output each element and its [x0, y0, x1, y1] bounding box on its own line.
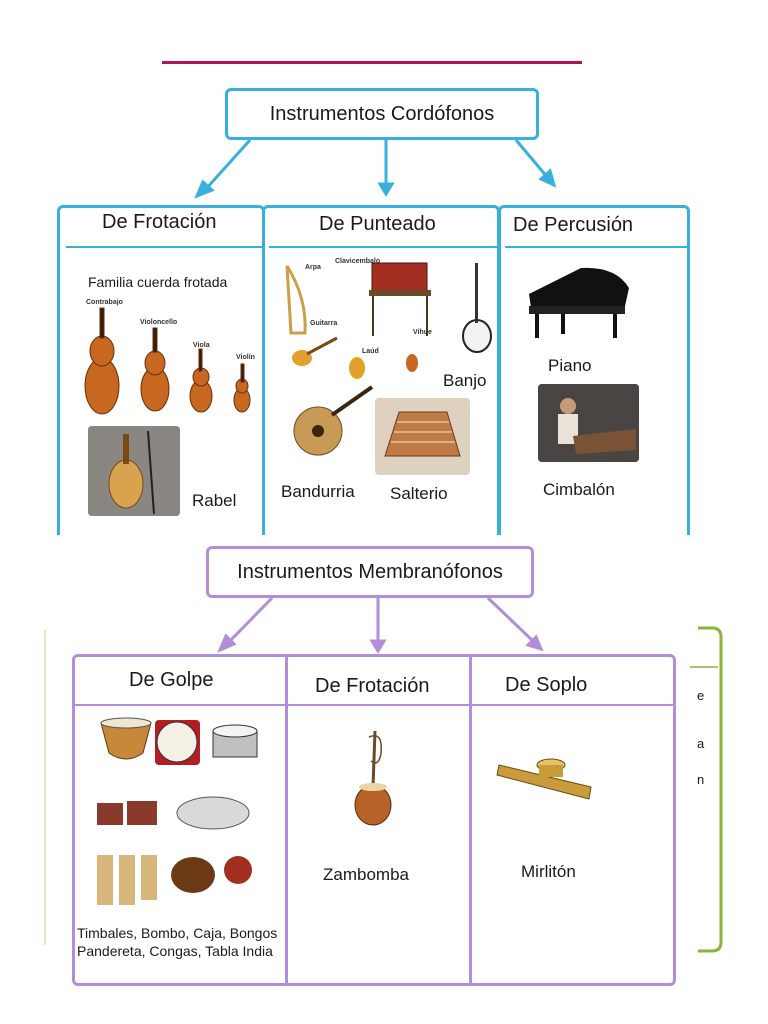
heading-underline [505, 246, 687, 248]
contrabajo-label: Contrabajo [86, 299, 123, 306]
cordofonos-title: Instrumentos Cordófonos [269, 102, 495, 125]
mirliton-label: Mirlitón [521, 862, 576, 881]
laud-tag: Laúd [362, 348, 379, 355]
membranofonos-title-box: Instrumentos Membranófonos [206, 546, 534, 598]
frotacion-heading: De Frotación [102, 211, 217, 233]
bandurria-icon [293, 385, 374, 456]
cimbalon-photo [538, 384, 639, 462]
banjo-label: Banjo [443, 371, 487, 390]
family-label: Familia cuerda frotada [88, 274, 228, 290]
piano-label: Piano [548, 356, 592, 375]
column-divider [285, 657, 288, 983]
zambomba-icon [354, 730, 392, 826]
rabel-icon [88, 426, 180, 516]
header-divider [75, 704, 673, 706]
golpe-heading: De Golpe [129, 669, 214, 691]
column-divider [469, 657, 472, 983]
string-family-illustration [84, 307, 251, 415]
mirliton-icon [496, 758, 592, 800]
salterio-icon [384, 411, 461, 457]
violin-label: Violín [236, 354, 255, 361]
cimbalon-icon [538, 384, 639, 462]
vihuela-tag: Vihue [413, 329, 432, 336]
salterio-photo [375, 398, 470, 475]
cimbalon-label: Cimbalón [543, 480, 615, 499]
piano-icon [529, 267, 629, 338]
bandurria-label: Bandurria [281, 482, 355, 501]
zambomba-label: Zambomba [323, 865, 409, 884]
top-divider [162, 61, 582, 64]
frotacion-column: De Frotación Familia cuerda frotada Cont… [57, 205, 265, 535]
plucked-instruments-illustration [285, 262, 492, 379]
cordofonos-title-box: Instrumentos Cordófonos [225, 88, 539, 140]
clavicembalo-tag: Clavicembalo [335, 258, 381, 265]
arpa-tag: Arpa [305, 264, 321, 271]
guitarra-tag: Guitarra [310, 320, 338, 327]
side-fragment: n [697, 772, 705, 787]
membrano-frotacion-heading: De Frotación [315, 675, 430, 697]
side-fragment: a [697, 736, 705, 751]
membranofonos-table: De Golpe De Frotación De Soplo Timbales,… [72, 654, 676, 986]
side-fragment: e [697, 688, 705, 703]
salterio-label: Salterio [390, 484, 448, 503]
golpe-caption-line1: Timbales, Bombo, Caja, Bongos [77, 925, 278, 941]
viola-label: Viola [193, 342, 210, 349]
punteado-column: De Punteado Arpa Clavicembalo Guitarra L… [262, 205, 500, 535]
heading-underline [66, 246, 262, 248]
membranofonos-title: Instrumentos Membranófonos [237, 560, 503, 583]
golpe-caption-line2: Pandereta, Congas, Tabla India [77, 943, 273, 959]
punteado-heading: De Punteado [319, 213, 436, 235]
rabel-label: Rabel [192, 491, 237, 510]
rabel-photo [88, 426, 180, 516]
percusion-column: De Percusión Piano Cimbalón [498, 205, 690, 535]
percussion-drums-illustration [97, 717, 258, 905]
percusion-heading: De Percusión [513, 214, 634, 236]
violoncello-label: Violoncello [140, 319, 178, 326]
heading-underline [269, 246, 497, 248]
soplo-heading: De Soplo [505, 674, 588, 696]
